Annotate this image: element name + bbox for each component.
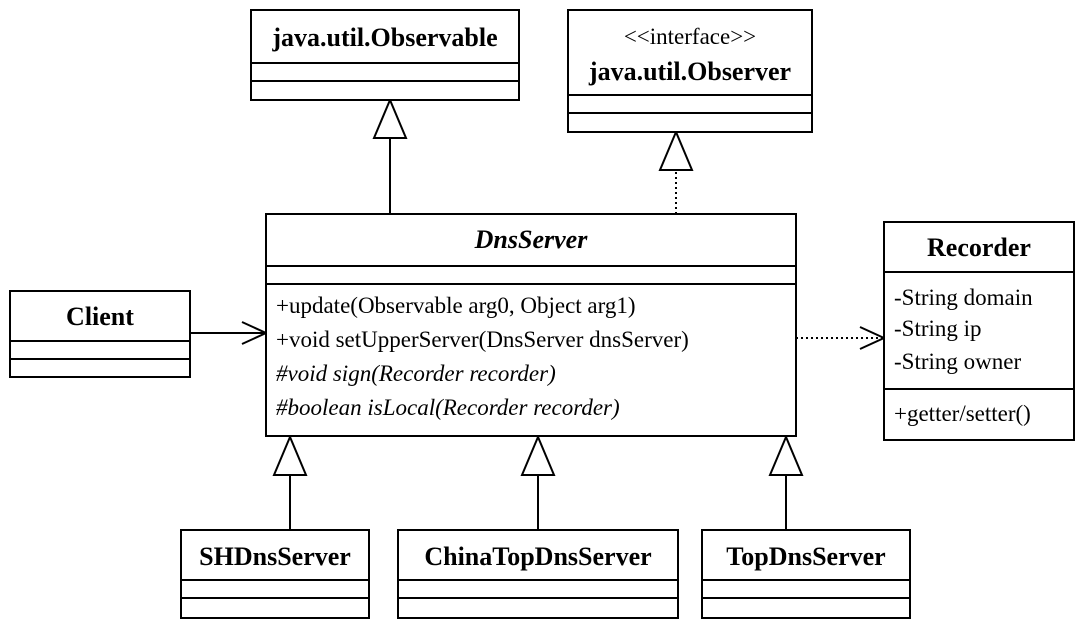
class-observable-name: java.util.Observable <box>271 23 497 52</box>
class-client-name: Client <box>66 302 134 331</box>
generalization-arrowhead-topdnsserver <box>768 434 804 476</box>
class-dnsserver-name: DnsServer <box>474 225 589 254</box>
dnsserver-method-update: +update(Observable arg0, Object arg1) <box>276 293 636 318</box>
recorder-attribute-domain: -String domain <box>894 285 1033 310</box>
recorder-attribute-ip: -String ip <box>894 316 982 341</box>
class-chinatopdnsserver: ChinaTopDnsServer <box>397 529 679 619</box>
class-observer-stereotype: <<interface>> <box>624 24 756 49</box>
class-client: Client <box>9 290 191 378</box>
generalization-arrowhead-observable <box>372 97 408 139</box>
class-observer-name: java.util.Observer <box>588 57 791 86</box>
class-topdnsserver-name: TopDnsServer <box>726 542 885 571</box>
class-shdnsserver-name: SHDnsServer <box>199 542 351 571</box>
class-recorder-name: Recorder <box>927 233 1031 262</box>
recorder-attribute-owner: -String owner <box>894 349 1021 374</box>
generalization-arrowhead-chinatopdnsserver <box>520 434 556 476</box>
class-observable: java.util.Observable <box>250 9 520 101</box>
dnsserver-method-sign: #void sign(Recorder recorder) <box>276 361 556 386</box>
class-topdnsserver: TopDnsServer <box>701 529 911 619</box>
class-chinatopdnsserver-name: ChinaTopDnsServer <box>424 542 651 571</box>
class-observer: <<interface>> java.util.Observer <box>567 9 813 133</box>
realization-arrowhead-observer <box>658 129 694 171</box>
generalization-arrowhead-shdnsserver <box>272 434 308 476</box>
dnsserver-method-islocal: #boolean isLocal(Recorder recorder) <box>276 395 620 420</box>
recorder-method-getter-setter: +getter/setter() <box>894 401 1031 426</box>
class-recorder: Recorder -String domain -String ip -Stri… <box>883 221 1075 441</box>
class-dnsserver: DnsServer +update(Observable arg0, Objec… <box>265 213 797 437</box>
class-shdnsserver: SHDnsServer <box>180 529 370 619</box>
dnsserver-method-setupperserver: +void setUpperServer(DnsServer dnsServer… <box>276 327 689 352</box>
